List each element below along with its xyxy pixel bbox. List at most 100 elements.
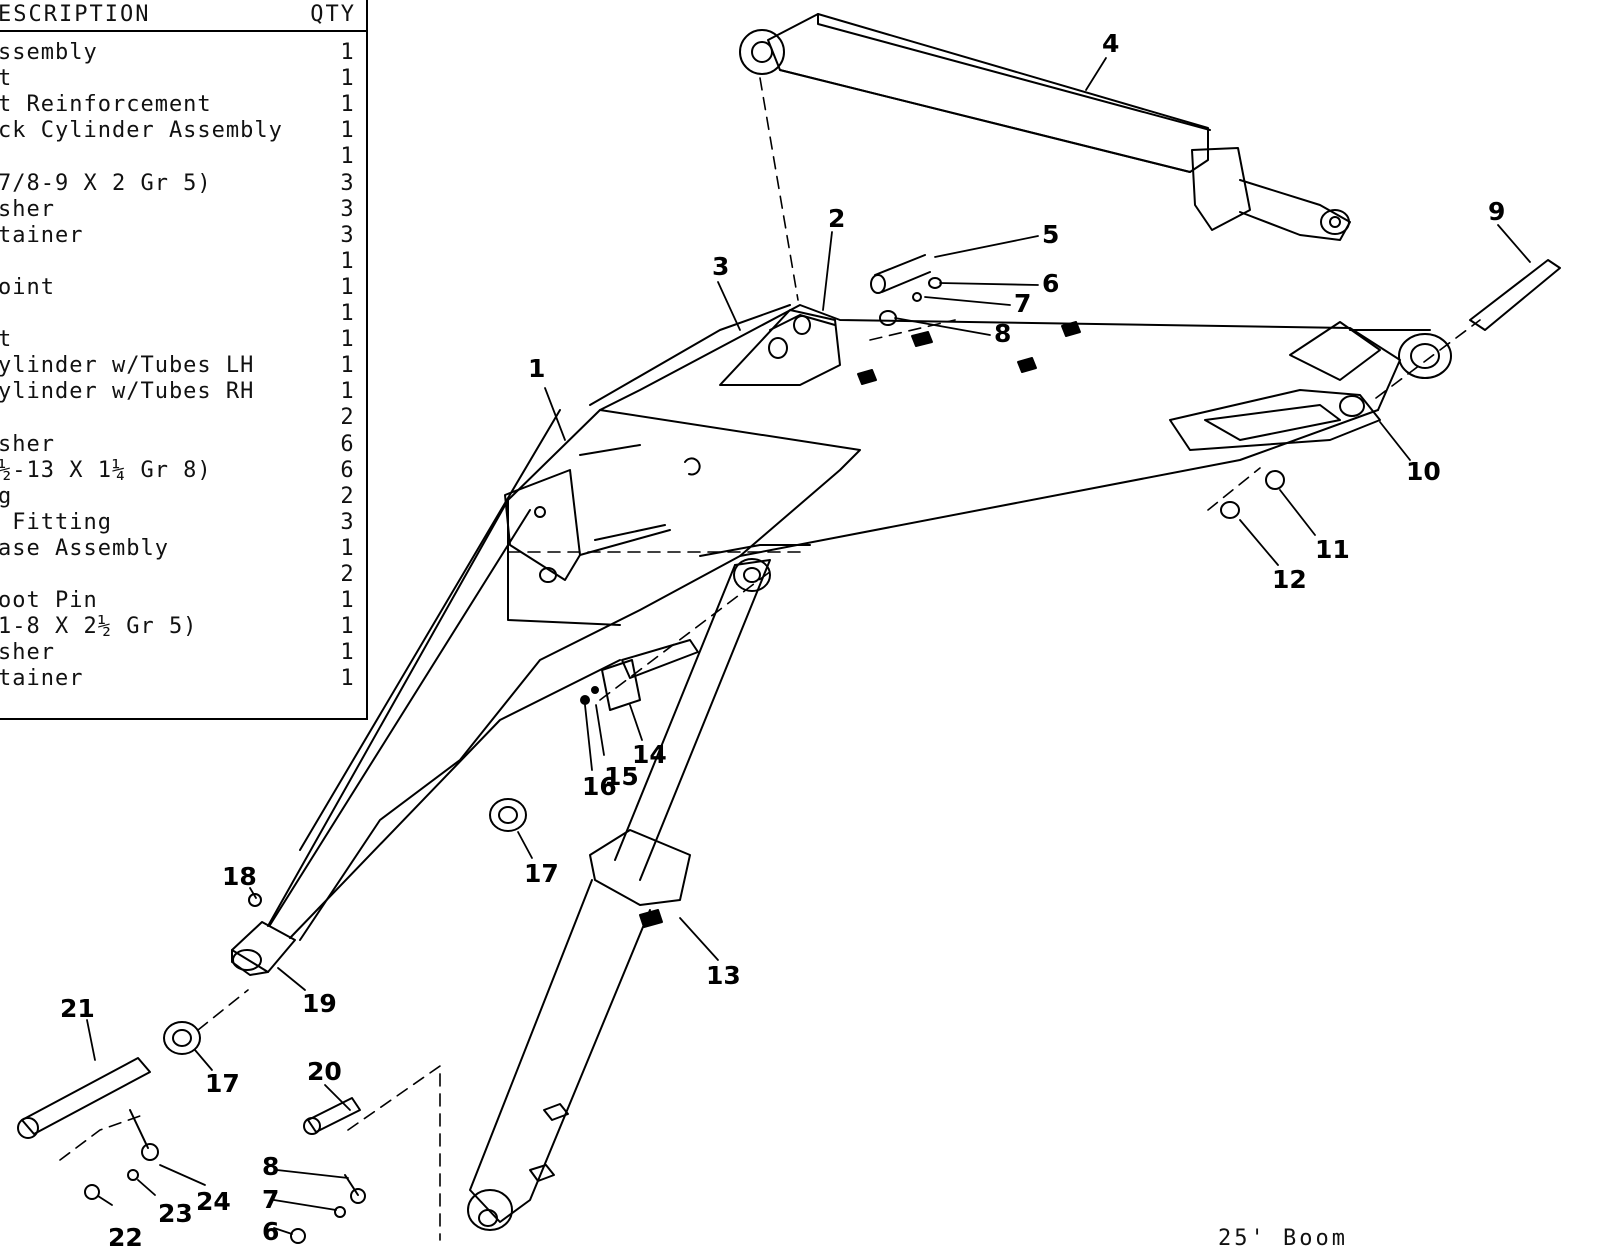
table-row: 2	[0, 405, 366, 431]
callout-21: 21	[60, 994, 95, 1023]
row-quantity: 1	[340, 535, 354, 561]
callout-22: 22	[108, 1223, 143, 1246]
row-quantity: 1	[340, 353, 354, 379]
row-description: ssembly	[0, 40, 98, 65]
table-row: ½-13 X 1¼ Gr 8)6	[0, 458, 366, 484]
row-description: 1-8 X 2½ Gr 5)	[0, 614, 198, 640]
table-row: 7/8-9 X 2 Gr 5) 3	[0, 171, 366, 197]
row-description: ylinder w/Tubes RH	[0, 379, 255, 405]
callout-16: 16	[582, 772, 617, 801]
callout-9: 9	[1488, 197, 1505, 226]
row-description: sher	[0, 640, 55, 666]
callout-20: 20	[307, 1057, 342, 1086]
table-row: ylinder w/Tubes LH 1	[0, 353, 366, 379]
table-row: Fitting 3	[0, 510, 366, 536]
callout-6b: 6	[262, 1217, 279, 1246]
row-quantity: 1	[340, 301, 354, 326]
callout-17b: 17	[205, 1069, 240, 1098]
row-description: 7/8-9 X 2 Gr 5)	[0, 170, 212, 196]
callout-18: 18	[222, 862, 257, 891]
callout-1: 1	[528, 354, 545, 383]
wear-pads	[857, 321, 1081, 385]
callout-8b: 8	[262, 1152, 279, 1181]
row-quantity: 3	[340, 509, 354, 535]
row-description: g	[0, 483, 13, 509]
row-quantity: 1	[340, 274, 354, 300]
callout-15: 15	[604, 762, 639, 791]
callout-4: 4	[1102, 29, 1119, 58]
dashed-connectors	[59, 77, 1481, 1241]
row-quantity: 1	[340, 118, 354, 144]
hydraulic-cylinder-upper	[739, 13, 1351, 241]
callout-12: 12	[1272, 565, 1307, 594]
table-row: ssembly 1	[0, 40, 366, 66]
table-row: ase Assembly 1	[0, 536, 366, 562]
row-description: oot Pin	[0, 588, 98, 614]
row-quantity: 1	[340, 327, 354, 353]
row-quantity: 3	[340, 196, 354, 222]
row-description: ck Cylinder Assembly	[0, 118, 283, 144]
table-row: tainer 3	[0, 223, 366, 249]
row-quantity: 1	[340, 614, 354, 640]
table-row: 2	[0, 562, 366, 588]
row-quantity: 1	[340, 40, 354, 65]
callout-19: 19	[302, 989, 337, 1018]
callout-7b: 7	[262, 1185, 279, 1214]
row-quantity: 6	[340, 457, 354, 483]
row-quantity: 3	[340, 222, 354, 248]
table-row: 1-8 X 2½ Gr 5) 1	[0, 614, 366, 640]
table-row: ck Cylinder Assembly 1	[0, 118, 366, 144]
callout-8: 8	[994, 319, 1011, 348]
callout-3: 3	[712, 252, 729, 281]
row-quantity: 3	[340, 170, 354, 196]
leader-lines	[86, 57, 1531, 1235]
table-row: oint 1	[0, 275, 366, 301]
row-description: tainer	[0, 666, 84, 692]
callout-14: 14	[632, 740, 667, 769]
small-parts	[17, 254, 1561, 1244]
callout-6: 6	[1042, 269, 1059, 298]
row-quantity: 1	[340, 379, 354, 405]
table-row: sher 3	[0, 197, 366, 223]
row-quantity: 2	[340, 562, 354, 587]
row-description: ase Assembly	[0, 535, 169, 561]
callout-10: 10	[1406, 457, 1441, 486]
row-quantity: 1	[340, 640, 354, 666]
row-description: sher	[0, 196, 55, 222]
callout-17: 17	[524, 859, 559, 888]
row-description: tainer	[0, 222, 84, 248]
row-quantity: 1	[340, 248, 354, 274]
figure-caption: 25' Boom	[1218, 1226, 1348, 1251]
row-quantity: 1	[340, 66, 354, 92]
row-description: oint	[0, 274, 55, 300]
callout-24: 24	[196, 1187, 231, 1216]
table-row: 1	[0, 301, 366, 327]
row-quantity: 2	[340, 405, 354, 431]
header-quantity: QTY	[310, 2, 356, 27]
table-row: 1	[0, 249, 366, 275]
row-quantity: 1	[340, 144, 354, 170]
row-description: sher	[0, 431, 55, 457]
row-quantity: 6	[340, 431, 354, 457]
table-row: sher 1	[0, 640, 366, 666]
table-row: t Reinforcement 1	[0, 92, 366, 118]
row-quantity: 1	[340, 92, 354, 118]
callout-2: 2	[828, 204, 845, 233]
lift-cylinder-lower	[467, 558, 771, 1231]
table-row: ylinder w/Tubes RH 1	[0, 379, 366, 405]
row-quantity: 1	[340, 588, 354, 614]
callout-23: 23	[158, 1199, 193, 1228]
callout-7: 7	[1014, 289, 1031, 318]
row-description: Fitting	[0, 509, 112, 535]
row-description: ylinder w/Tubes LH	[0, 353, 255, 379]
callout-13: 13	[706, 961, 741, 990]
row-description: t Reinforcement	[0, 92, 212, 118]
row-description: t	[0, 327, 13, 353]
callout-5: 5	[1042, 220, 1059, 249]
table-header: ESCRIPTION QTY	[0, 0, 366, 32]
